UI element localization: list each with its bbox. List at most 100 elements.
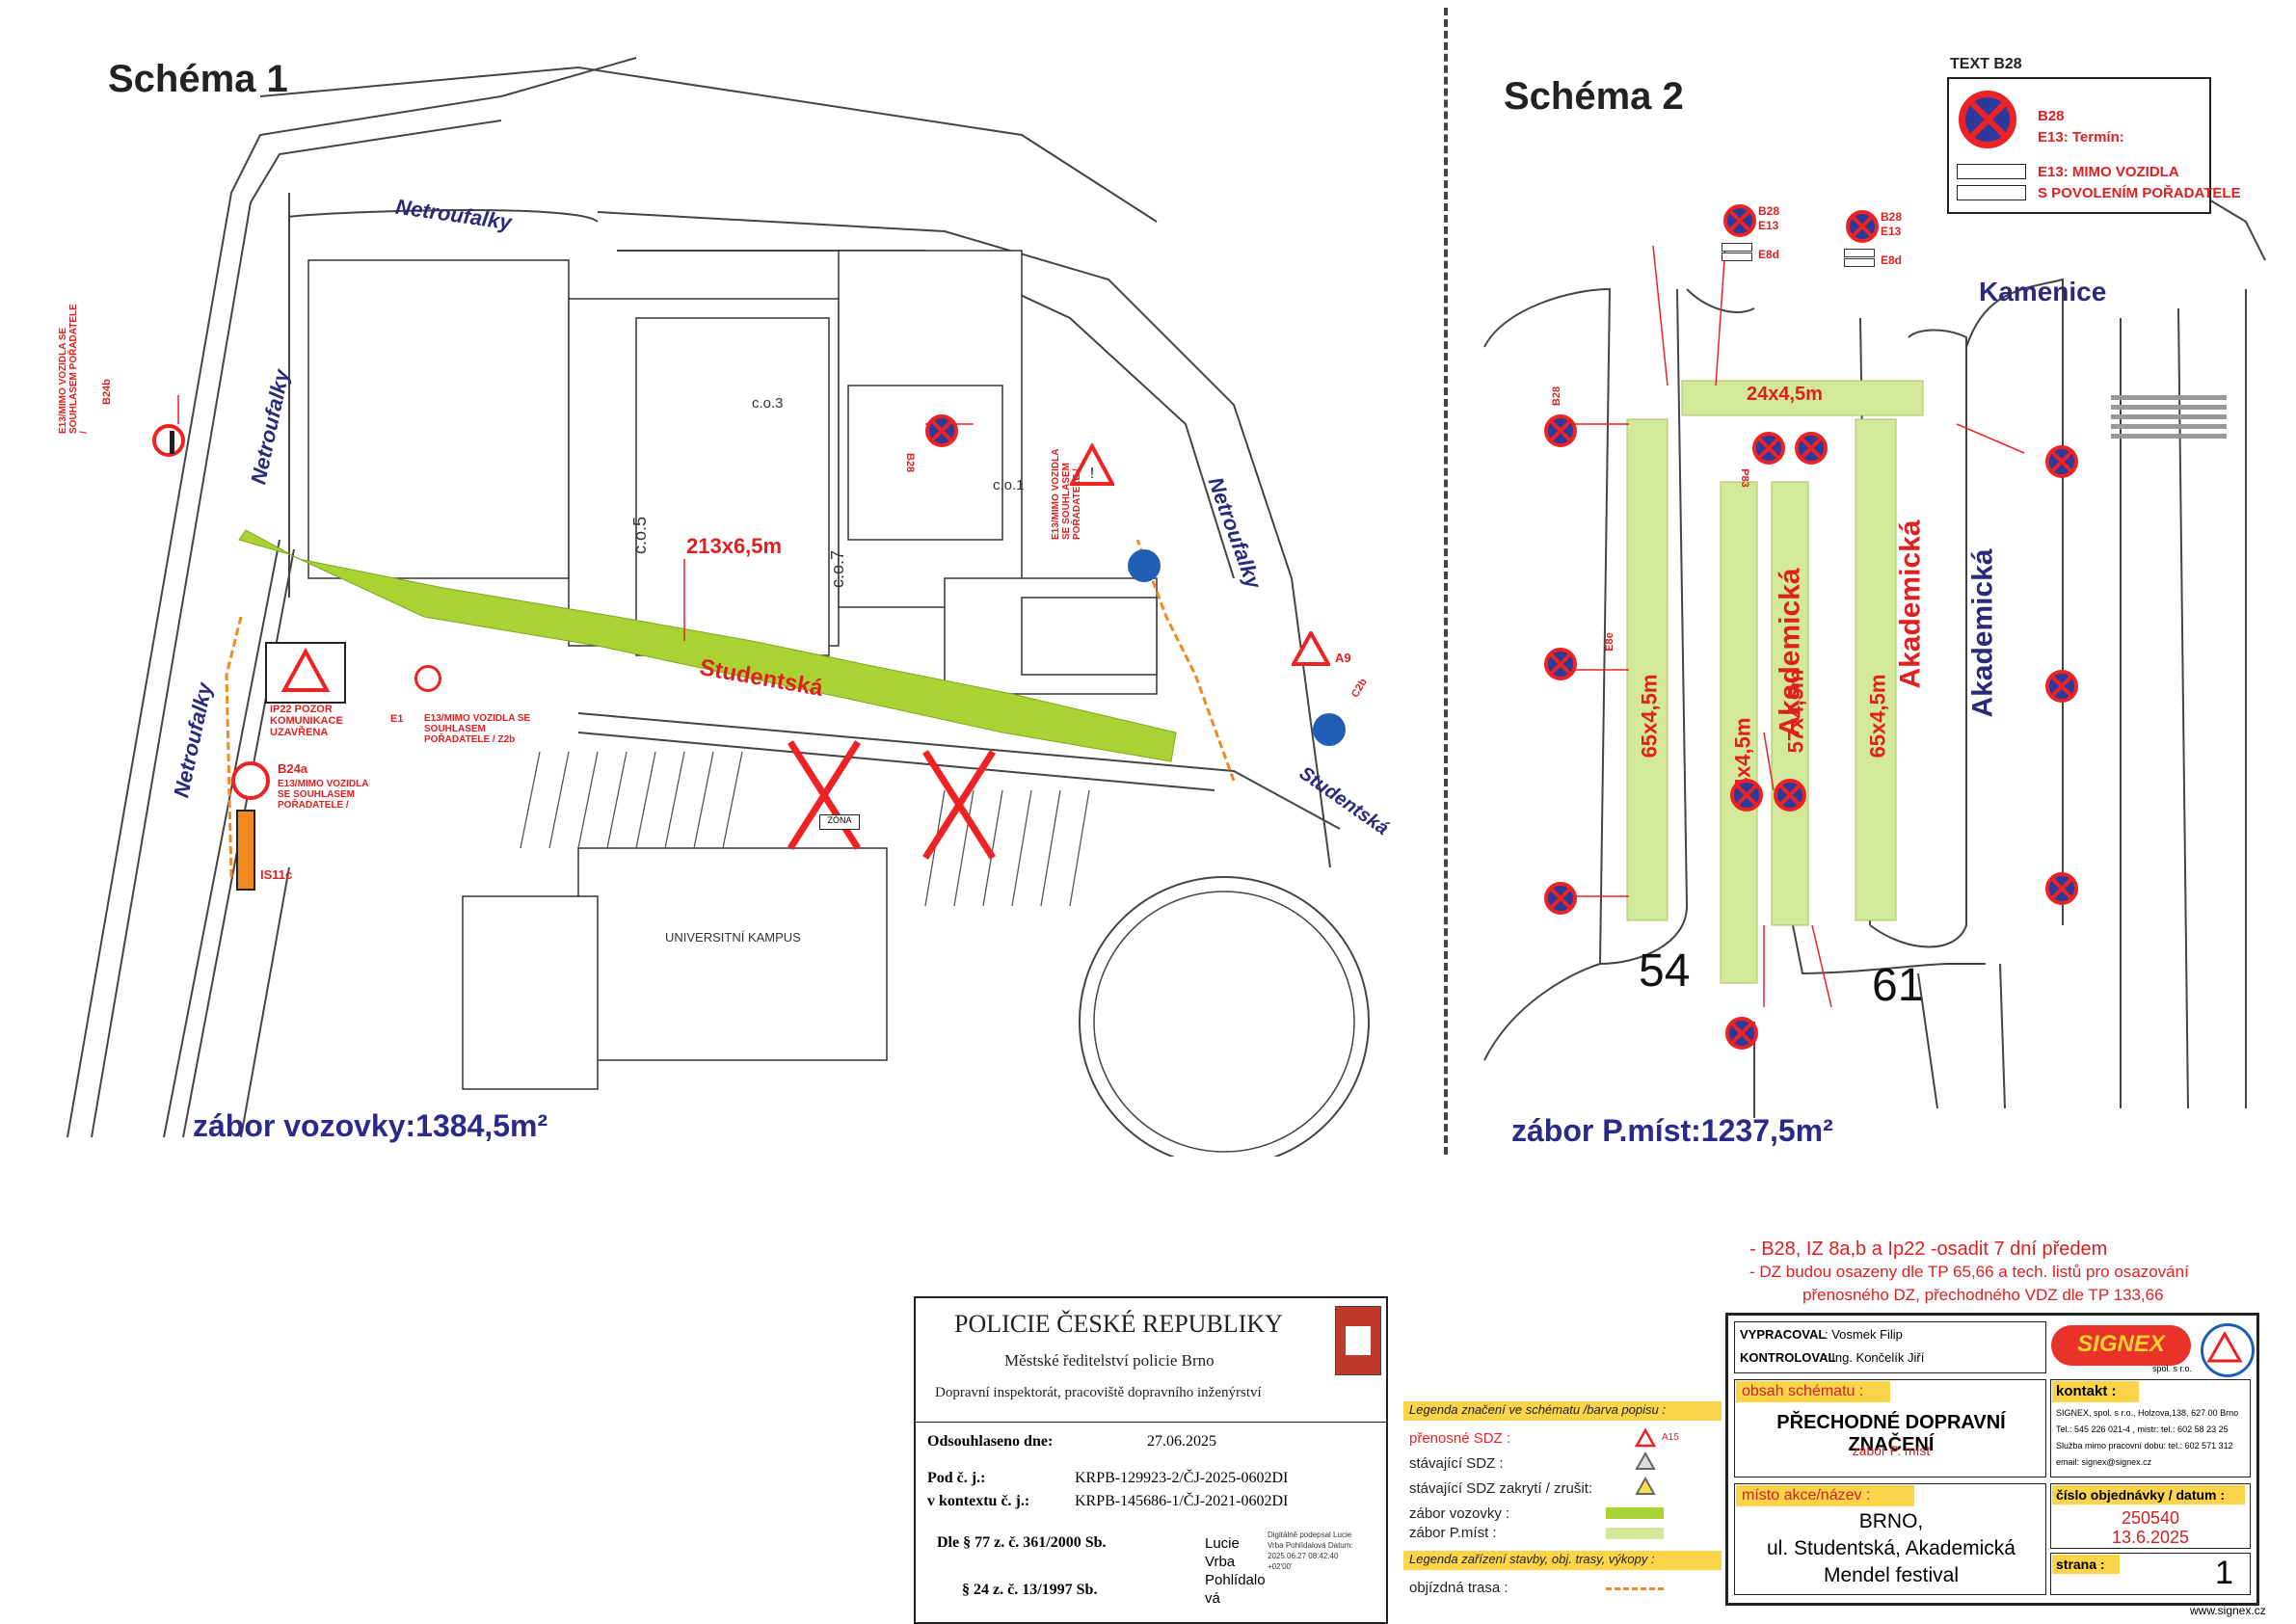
- zabor-right-area: [1855, 418, 1897, 921]
- label-b24a: B24a: [278, 761, 308, 776]
- street-kamenice: Kamenice: [1979, 277, 2107, 306]
- schema1-area-label: zábor vozovky:1384,5m²: [193, 1108, 548, 1143]
- text-b28-line4: S POVOLENÍM POŘADATELE: [2038, 185, 2241, 201]
- zabor-mid2-area: [1771, 481, 1809, 926]
- legend-swatch-vozovky: [1606, 1507, 1664, 1519]
- contact-label: kontakt :: [2056, 1383, 2117, 1399]
- prepared-value: : Vosmek Filip: [1825, 1327, 1903, 1342]
- content-label: obsah schématu :: [1742, 1383, 1864, 1399]
- content-sub: zábor P. míst: [1852, 1443, 1931, 1458]
- number-54: 54: [1639, 945, 1691, 997]
- place-label: místo akce/název :: [1742, 1487, 1871, 1504]
- plate-top-right: [1844, 249, 1875, 257]
- legend-swatch-pmist: [1606, 1528, 1664, 1539]
- signex-sub: spol. s r.o.: [2152, 1364, 2193, 1373]
- legend-row-zabor-pmist: zábor P.míst :: [1409, 1525, 1497, 1541]
- turn-prohibited-icon: [152, 424, 185, 457]
- stamp-divider: [916, 1422, 1386, 1423]
- zabor-top-area: [1681, 380, 1924, 416]
- legend-heading-1: Legenda značení ve schématu /barva popis…: [1409, 1402, 1666, 1417]
- zabor-mid1-area: [1720, 481, 1758, 984]
- note-1: - B28, IZ 8a,b a Ip22 -osadit 7 dní před…: [1749, 1238, 2108, 1260]
- building-c1: c.o.1: [993, 477, 1025, 493]
- order-value: 250540: [2121, 1508, 2180, 1528]
- plate-legend-2: [1957, 185, 2026, 200]
- note-3: přenosného DZ, přechodného VDZ dle TP 13…: [1802, 1286, 2164, 1304]
- plate-top-right-2: [1844, 258, 1875, 267]
- title-block: VYPRACOVAL : Vosmek Filip KONTROLOVAL : …: [1725, 1313, 2259, 1606]
- contact-1: SIGNEX, spol. s r.o., Holzova,138, 627 0…: [2056, 1408, 2239, 1418]
- police-sub2: Dopravní inspektorát, pracoviště dopravn…: [935, 1385, 1262, 1400]
- place-3: Mendel festival: [1823, 1564, 1960, 1586]
- note-2: - DZ budou osazeny dle TP 65,66 a tech. …: [1749, 1263, 2189, 1281]
- mandatory-direction-icon: [1128, 549, 1161, 582]
- svg-text:!: !: [1090, 466, 1094, 482]
- legend-row-zabor-vozovky: zábor vozovky :: [1409, 1505, 1510, 1522]
- code-b28-top-left: B28: [1758, 204, 1780, 218]
- dim-left: 65x4,5m: [1637, 674, 1662, 759]
- number-61: 61: [1872, 960, 1924, 1011]
- dim-mid2: 57x4,5m: [1783, 669, 1808, 754]
- legend-cancel-icon: [1635, 1476, 1656, 1496]
- schema1-title: Schéma 1: [108, 58, 288, 100]
- legend-existing-icon: [1635, 1451, 1656, 1471]
- ref-value: KRPB-129923-2/ČJ-2025-0602DI: [1075, 1470, 1289, 1486]
- legend-heading-2: Legenda zařízení stavby, obj. trasy, výk…: [1409, 1552, 1655, 1566]
- code-b28-left: B28: [1551, 386, 1563, 407]
- legend-row-portable: přenosné SDZ :: [1409, 1430, 1511, 1447]
- no-entry-icon: [414, 665, 441, 692]
- label-b24b: B24b: [101, 379, 113, 405]
- legend-portable-icon: [1634, 1427, 1657, 1448]
- schema1-map: [67, 57, 1370, 1157]
- b28-legend-icon: [1959, 91, 2016, 148]
- is11c-detour-sign: [236, 810, 255, 891]
- label-a9: A9: [1335, 651, 1351, 665]
- building-c5: c.o.5: [630, 516, 651, 555]
- contact-3: Služba mimo pracovní dobu: tel.: 602 571…: [2056, 1441, 2233, 1451]
- ctx-value: KRPB-145686-1/ČJ-2021-0602DI: [1075, 1493, 1289, 1509]
- police-sub1: Městské ředitelství policie Brno: [1004, 1351, 1215, 1370]
- dim-right: 65x4,5m: [1865, 674, 1890, 759]
- schema2-map: [1483, 192, 2266, 1118]
- approved-value: 27.06.2025: [1147, 1433, 1216, 1450]
- signex-logo: SIGNEX: [2051, 1325, 2191, 1366]
- warning-triangle-icon: !: [1068, 441, 1116, 488]
- contact-2: Tel.: 545 226 021-4 , mistr: tel.: 602 5…: [2056, 1424, 2229, 1434]
- building-c7: c.o.7: [828, 549, 848, 589]
- label-is11c: IS11c: [260, 867, 293, 882]
- street-akademicka-2: Akademická: [1894, 519, 1927, 689]
- label-b28-s1: B28: [904, 453, 916, 473]
- schema-divider: [1444, 8, 1448, 1155]
- schema2-title: Schéma 2: [1504, 75, 1684, 118]
- legend-code-a15: A15: [1662, 1432, 1679, 1443]
- text-b28-box: B28 E13: Termín: E13: MIMO VOZIDLA S POV…: [1947, 77, 2241, 214]
- page-value: 1: [2215, 1555, 2233, 1591]
- checked-value: : Ing. Končelík Jiří: [1825, 1350, 1925, 1365]
- signex-web: www.signex.cz: [2190, 1604, 2266, 1617]
- plate-top-left: [1722, 243, 1752, 252]
- place-1: BRNO,: [1858, 1510, 1924, 1532]
- contact-4: email: signex@signex.cz: [2056, 1457, 2152, 1467]
- label-e1: E1: [390, 713, 404, 725]
- a9-warning-icon: [1290, 628, 1332, 666]
- turn-left-prohibited-icon: [231, 761, 270, 800]
- police-emblem-icon: [1335, 1306, 1381, 1375]
- police-title: POLICIE ČESKÉ REPUBLIKY: [954, 1310, 1283, 1338]
- legend-row-cancel: stávající SDZ zakrytí / zrušit:: [1409, 1480, 1593, 1497]
- code-e13-top-left: E13: [1758, 219, 1779, 232]
- code-e8d-top-left: E8d: [1758, 248, 1780, 261]
- legend: Legenda značení ve schématu /barva popis…: [1403, 1401, 1722, 1615]
- prepared-label: VYPRACOVAL: [1740, 1327, 1827, 1342]
- legend-row-existing: stávající SDZ :: [1409, 1455, 1504, 1472]
- schema2-area-label: zábor P.míst:1237,5m²: [1511, 1113, 1833, 1148]
- street-akademicka-3: Akademická: [1966, 548, 1999, 718]
- label-e13-porad: E13/MIMO VOZIDLA SE SOUHLASEM POŘADATELE…: [1051, 448, 1082, 540]
- legend-row-detour: objízdná trasa :: [1409, 1580, 1508, 1596]
- page-label: strana :: [2056, 1557, 2105, 1572]
- text-b28-line3: E13: MIMO VOZIDLA: [2038, 164, 2179, 180]
- building-kampus: UNIVERSITNÍ KAMPUS: [665, 930, 801, 945]
- ip22-sign: [265, 642, 346, 704]
- zona-sign: ZÓNA: [819, 814, 860, 830]
- c2b-direction-icon: [1313, 713, 1346, 746]
- approved-label: Odsouhlaseno dne:: [927, 1433, 1054, 1450]
